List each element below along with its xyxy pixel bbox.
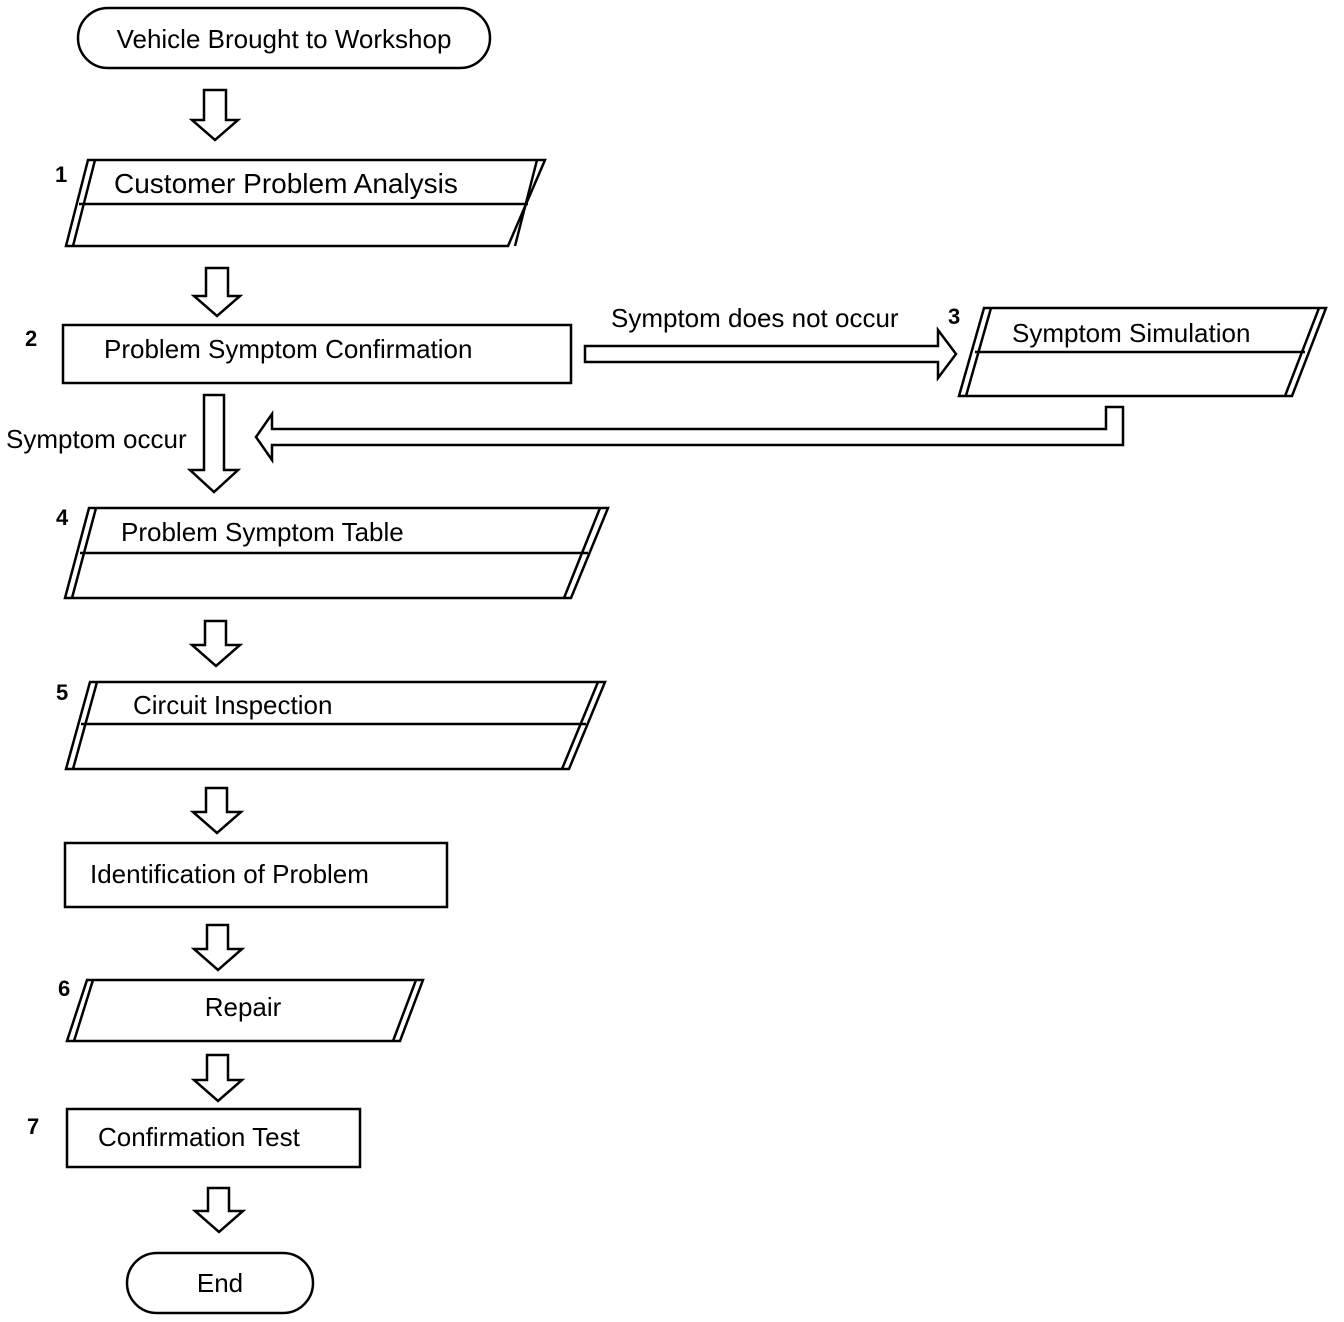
step-4-node: 4 Problem Symptom Table	[56, 505, 610, 600]
arrow-down-icon	[186, 393, 242, 494]
step-1-label: Customer Problem Analysis	[114, 168, 458, 199]
step-4-label: Problem Symptom Table	[121, 517, 404, 547]
arrow-return-icon	[254, 405, 1125, 464]
arrow-down-icon	[191, 1186, 247, 1234]
step-5-number: 5	[56, 680, 68, 705]
end-node: End	[125, 1251, 315, 1315]
arrow-down-icon	[188, 619, 244, 668]
start-node: Vehicle Brought to Workshop	[76, 6, 492, 70]
step-1-number: 1	[55, 162, 67, 187]
step-2-node: 2 Problem Symptom Confirmation	[25, 323, 573, 385]
step-2-number: 2	[25, 326, 37, 351]
identification-node: Identification of Problem	[63, 841, 449, 909]
arrow-down-icon	[190, 266, 244, 318]
branch-no-label: Symptom does not occur	[611, 303, 899, 333]
step-3-number: 3	[948, 304, 960, 329]
step-4-number: 4	[56, 505, 69, 530]
end-label: End	[197, 1268, 243, 1298]
step-6-node: 6 Repair	[58, 976, 425, 1043]
arrow-down-icon	[190, 923, 246, 972]
arrow-down-icon	[190, 1053, 246, 1103]
branch-yes-label: Symptom occur	[6, 424, 187, 454]
arrow-down-icon	[188, 88, 242, 142]
arrow-down-icon	[189, 786, 245, 835]
step-1-node: 1 Customer Problem Analysis	[55, 158, 547, 248]
step-7-number: 7	[27, 1114, 39, 1139]
step-3-node: 3 Symptom Simulation	[948, 304, 1328, 398]
step-2-label: Problem Symptom Confirmation	[104, 334, 472, 364]
step-7-node: 7 Confirmation Test	[27, 1107, 362, 1169]
identification-label: Identification of Problem	[90, 859, 369, 889]
step-6-label: Repair	[205, 992, 282, 1022]
step-3-label: Symptom Simulation	[1012, 318, 1250, 348]
arrow-right-icon	[583, 326, 958, 382]
step-6-number: 6	[58, 976, 70, 1001]
step-5-node: 5 Circuit Inspection	[56, 680, 607, 771]
step-7-label: Confirmation Test	[98, 1122, 301, 1152]
step-5-label: Circuit Inspection	[133, 690, 332, 720]
start-label: Vehicle Brought to Workshop	[117, 24, 452, 54]
